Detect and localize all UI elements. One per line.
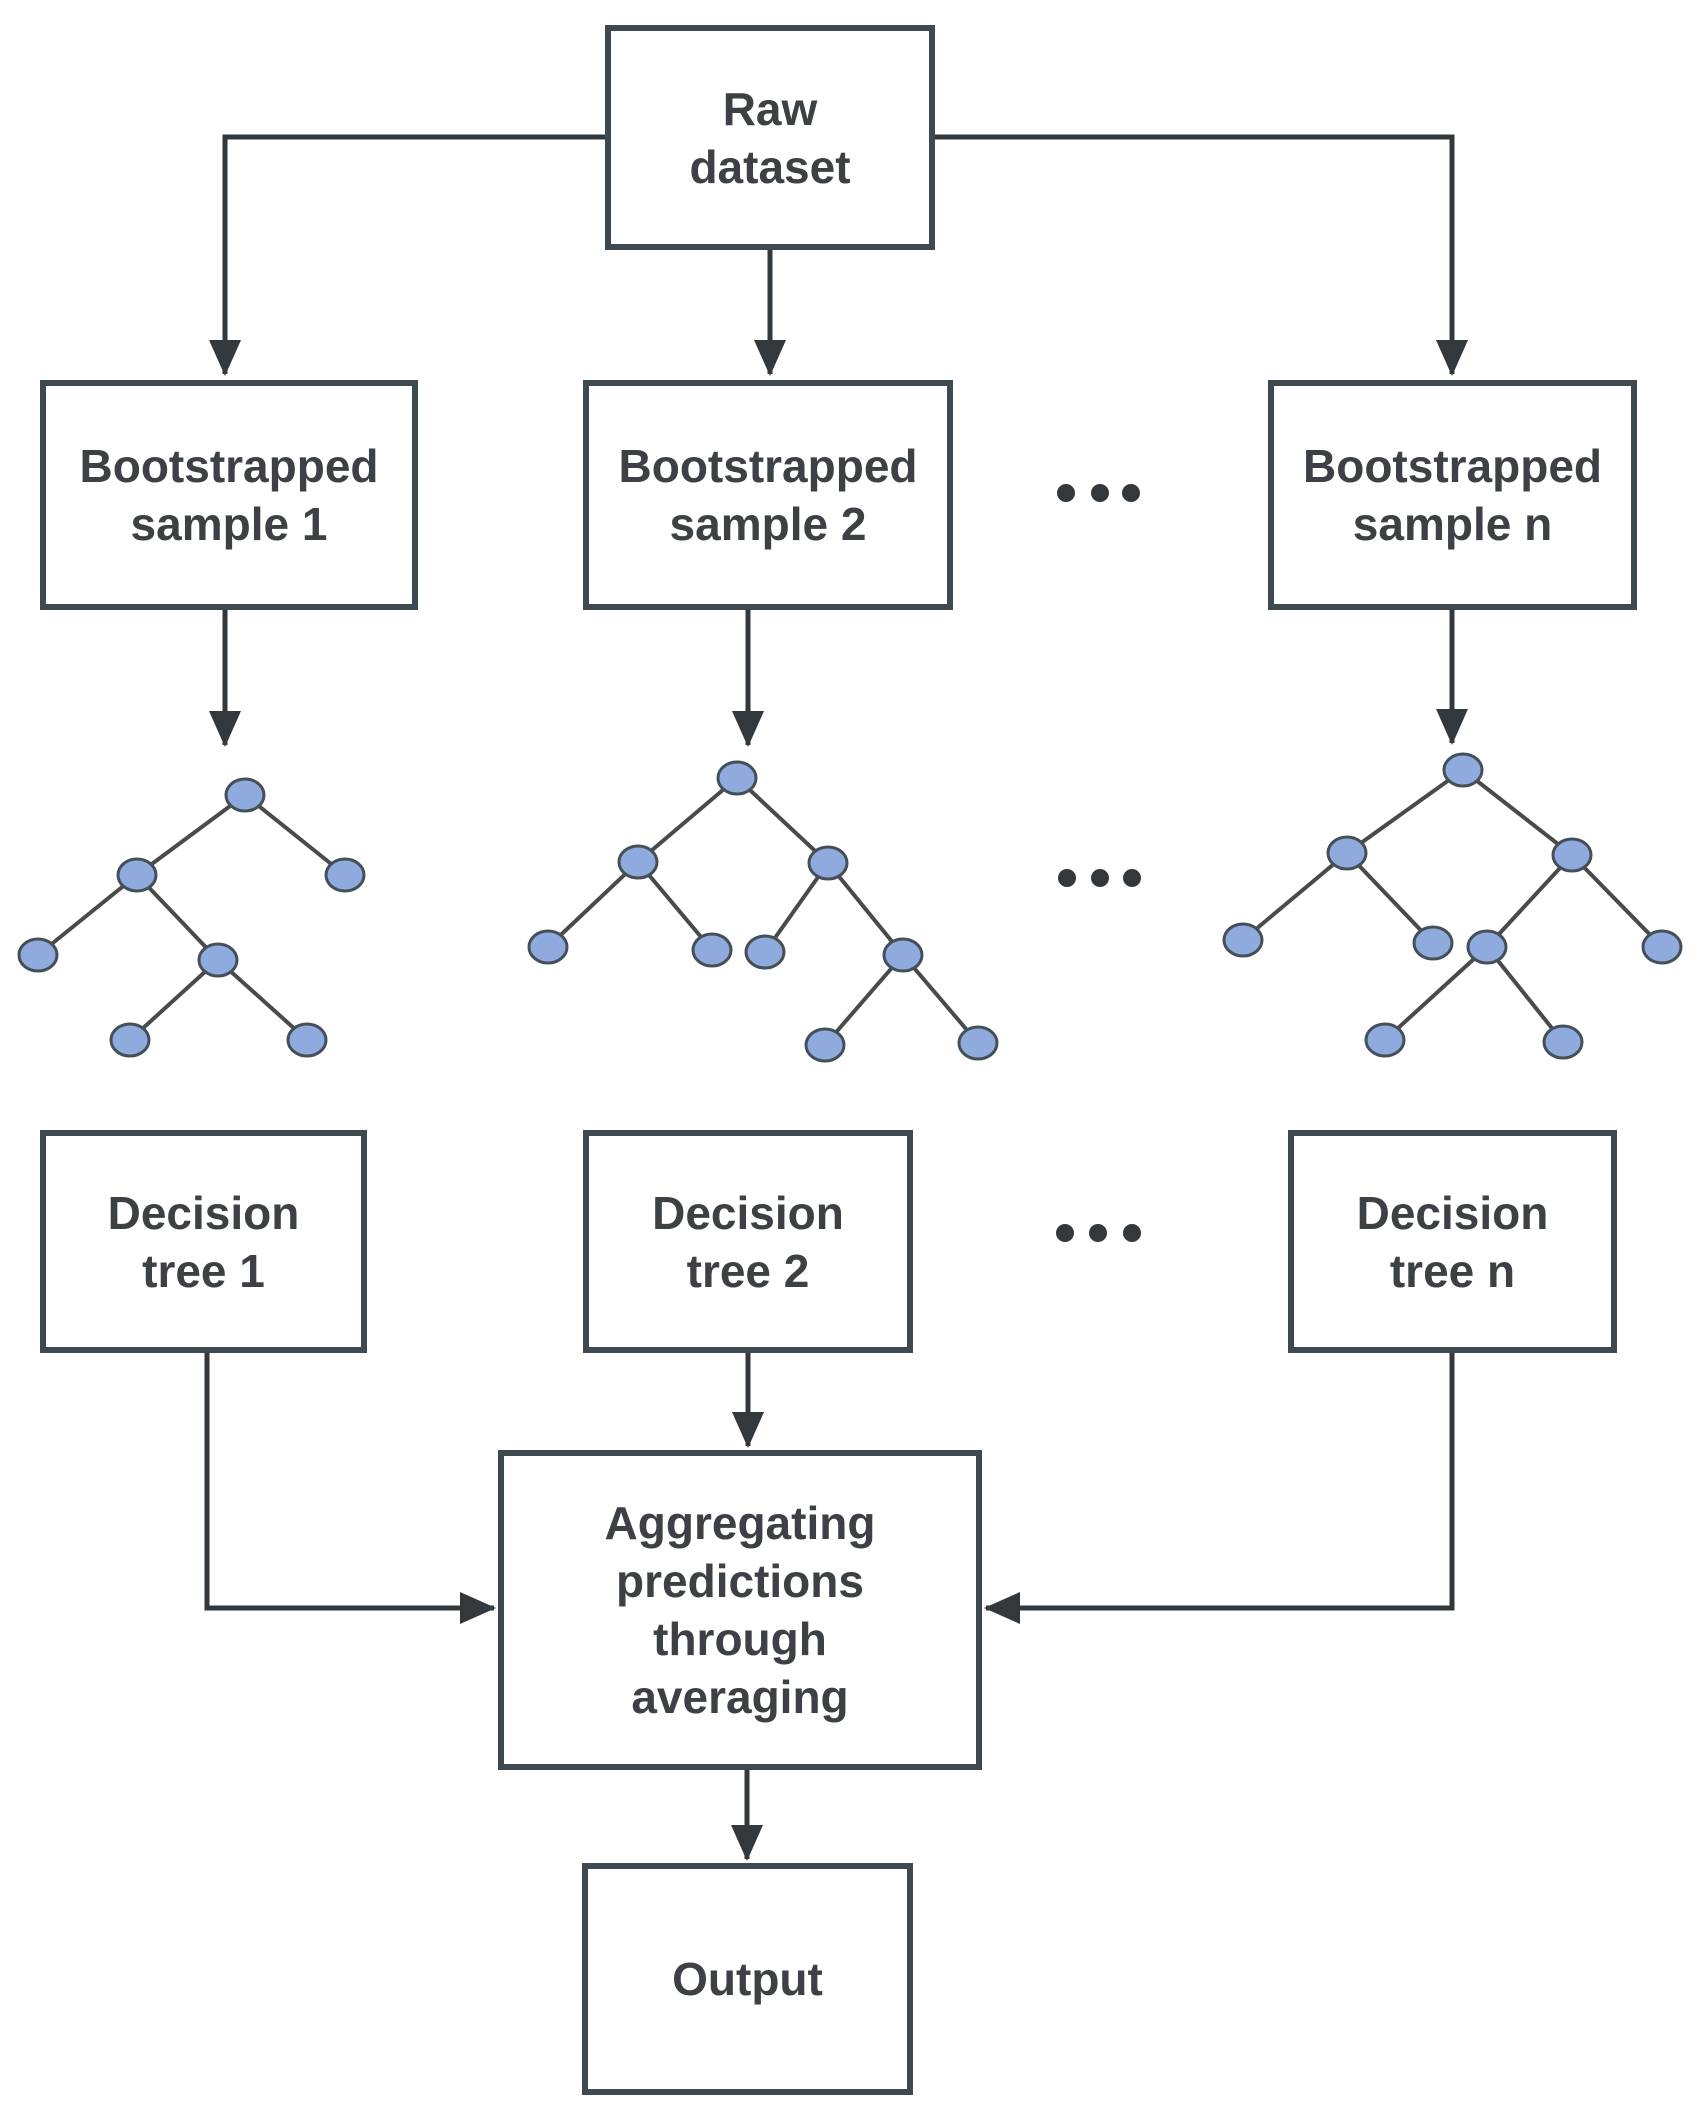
decision-tree-2-label-line-1: Decision	[652, 1186, 844, 1239]
decision-tree-structure-n	[1222, 752, 1683, 1060]
ellipsis-dot-icon	[1091, 869, 1109, 887]
aggregating-label-line-2: predictions	[616, 1555, 864, 1607]
raw-to-bootstrapped-1-arrow	[209, 134, 605, 376]
tree-edge	[1241, 851, 1349, 942]
tree-edge	[1461, 768, 1574, 857]
tree-node-icon	[1542, 1024, 1584, 1060]
tree-node-icon	[17, 937, 59, 973]
tree-node-icon	[744, 934, 786, 970]
raw-dataset-label-line-2: dataset	[689, 140, 851, 193]
raw-to-bootstrapped-n-arrow	[935, 134, 1468, 376]
tree-node-icon	[1412, 925, 1454, 961]
tree-node-icon	[1442, 752, 1484, 788]
bootstrapped-sample-n-label-line-1: Bootstrapped	[1303, 440, 1602, 492]
aggregating-label-line-1: Aggregating	[604, 1497, 876, 1549]
tree-node-icon	[1222, 922, 1264, 958]
dots-tree-row	[1058, 869, 1141, 887]
tree-node-icon	[1326, 835, 1368, 871]
bootstrapped-sample-2-label-line-1: Bootstrapped	[618, 440, 918, 492]
decision-tree-n-to-aggregating-arrow	[984, 1353, 1455, 1624]
decision-tree-structure-2	[527, 760, 999, 1063]
tree-node-icon	[1551, 837, 1593, 873]
ellipsis-dot-icon	[1091, 484, 1109, 502]
tree-node-icon	[324, 857, 366, 893]
tree-edge	[1345, 768, 1465, 855]
tree-node-icon	[804, 1027, 846, 1063]
bootstrapped-sample-n-box: Bootstrapped sample n	[1268, 380, 1637, 610]
tree-node-icon	[197, 942, 239, 978]
dots-bootstrapped-row	[1057, 484, 1140, 502]
ellipsis-dot-icon	[1056, 1224, 1074, 1242]
ellipsis-dot-icon	[1057, 484, 1075, 502]
tree-node-icon	[286, 1022, 328, 1058]
tree-edge	[823, 953, 905, 1047]
tree-edge	[636, 776, 739, 864]
tree-node-icon	[1364, 1022, 1406, 1058]
tree-edge	[826, 861, 905, 957]
decision-tree-1-box: Decision tree 1	[40, 1130, 367, 1353]
ellipsis-dot-icon	[1123, 1224, 1141, 1242]
tree-edge	[1570, 853, 1664, 949]
output-label: Output	[672, 1953, 823, 2005]
tree-node-icon	[224, 777, 266, 813]
decision-tree-1-label-line-2: tree 1	[142, 1244, 265, 1297]
tree-node-icon	[109, 1022, 151, 1058]
bootstrapped-sample-n-label-line-2: sample n	[1352, 498, 1553, 550]
ellipsis-dot-icon	[1058, 869, 1076, 887]
ellipsis-dot-icon	[1089, 1224, 1107, 1242]
tree-node-icon	[1641, 929, 1683, 965]
decision-tree-1-label-line-1: Decision	[107, 1186, 300, 1239]
tree-edge	[735, 776, 830, 865]
decision-tree-2-box: Decision tree 2	[583, 1130, 913, 1353]
tree-node-icon	[882, 937, 924, 973]
aggregating-predictions-box: Aggregating predictions through averagin…	[498, 1450, 982, 1770]
decision-tree-n-box: Decision tree n	[1288, 1130, 1617, 1353]
tree-edge	[636, 860, 714, 952]
tree-node-icon	[617, 844, 659, 880]
tree-edge	[135, 873, 220, 962]
decision-tree-2-label-line-2: tree 2	[686, 1244, 810, 1297]
tree-node-icon	[527, 929, 569, 965]
tree-edge	[546, 860, 640, 949]
tree-node-icon	[116, 857, 158, 893]
bootstrapped-sample-1-label-line-1: Bootstrapped	[79, 440, 379, 492]
output-box: Output	[582, 1863, 913, 2095]
aggregating-label-line-4: averaging	[631, 1671, 849, 1723]
tree-edge	[901, 953, 980, 1045]
tree-node-icon	[716, 760, 758, 796]
tree-edge	[1345, 851, 1435, 945]
decision-tree-n-label-line-1: Decision	[1356, 1186, 1549, 1239]
tree-node-icon	[691, 932, 733, 968]
tree-edge	[1485, 945, 1565, 1044]
tree-edge	[1383, 945, 1489, 1042]
tree-node-icon	[807, 845, 849, 881]
bootstrapped-sample-2-label-line-2: sample 2	[669, 498, 867, 550]
aggregating-label-line-3: through	[653, 1613, 827, 1665]
ellipsis-dot-icon	[1123, 869, 1141, 887]
ellipsis-dot-icon	[1122, 484, 1140, 502]
raw-dataset-label-line-1: Raw	[722, 82, 818, 135]
bootstrapped-sample-1-label-line-2: sample 1	[130, 498, 328, 550]
decision-tree-n-label-line-2: tree n	[1389, 1244, 1516, 1297]
raw-dataset-box: Raw dataset	[605, 25, 935, 250]
decision-tree-1-to-aggregating-arrow	[204, 1353, 496, 1624]
dots-decision-row	[1056, 1224, 1141, 1242]
tree-edge	[135, 793, 247, 877]
tree-edge	[243, 793, 347, 877]
tree-edge	[128, 958, 220, 1042]
bootstrapped-sample-1-box: Bootstrapped sample 1	[40, 380, 418, 610]
decision-tree-structure-1	[17, 777, 366, 1058]
tree-node-icon	[957, 1025, 999, 1061]
tree-node-icon	[1466, 929, 1508, 965]
tree-edge	[216, 958, 309, 1042]
bootstrapped-sample-2-box: Bootstrapped sample 2	[583, 380, 953, 610]
tree-edge	[1485, 853, 1574, 949]
tree-edge	[36, 873, 139, 957]
